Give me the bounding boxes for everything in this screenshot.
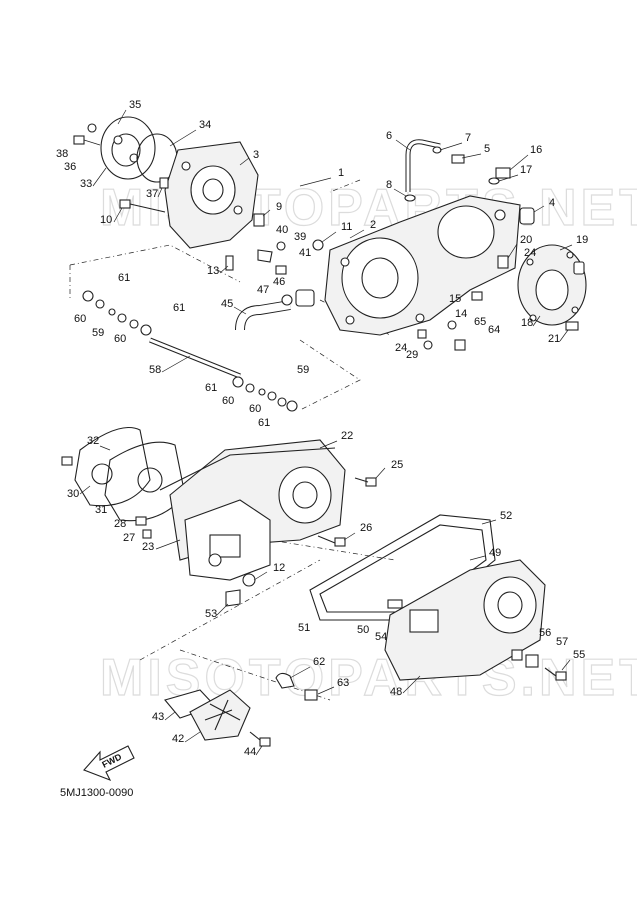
callout-61: 61 xyxy=(173,302,185,314)
callout-7: 7 xyxy=(465,132,471,144)
callout-18: 18 xyxy=(521,317,533,329)
callout-51: 51 xyxy=(298,622,310,634)
callout-5: 5 xyxy=(484,143,490,155)
callout-60: 60 xyxy=(114,333,126,345)
callout-4: 4 xyxy=(549,197,555,209)
callout-46: 46 xyxy=(273,276,285,288)
callout-31: 31 xyxy=(95,504,107,516)
callout-64: 64 xyxy=(488,324,500,336)
callout-43: 43 xyxy=(152,711,164,723)
callout-22: 22 xyxy=(341,430,353,442)
callout-24: 24 xyxy=(395,342,407,354)
callout-27: 27 xyxy=(123,532,135,544)
callout-15: 15 xyxy=(449,293,461,305)
callout-59: 59 xyxy=(92,327,104,339)
callout-11: 11 xyxy=(341,221,352,233)
callout-45: 45 xyxy=(221,298,233,310)
callout-33: 33 xyxy=(80,178,92,190)
callout-42: 42 xyxy=(172,733,184,745)
callout-48: 48 xyxy=(390,686,402,698)
callout-29: 29 xyxy=(406,349,418,361)
fwd-arrow-icon: FWD xyxy=(83,745,135,782)
callout-24: 24 xyxy=(524,247,536,259)
callout-19: 19 xyxy=(576,234,588,246)
callout-34: 34 xyxy=(199,119,211,131)
callout-32: 32 xyxy=(87,435,99,447)
callout-55: 55 xyxy=(573,649,585,661)
callout-53: 53 xyxy=(205,608,217,620)
catalog-code: 5MJ1300-0090 xyxy=(60,787,133,799)
callout-49: 49 xyxy=(489,547,501,559)
callout-60: 60 xyxy=(222,395,234,407)
transmission-cover-group xyxy=(61,426,377,607)
callout-58: 58 xyxy=(149,364,161,376)
callout-60: 60 xyxy=(249,403,261,415)
callout-9: 9 xyxy=(276,201,282,213)
callout-65: 65 xyxy=(474,316,486,328)
callout-28: 28 xyxy=(114,518,126,530)
callout-54: 54 xyxy=(375,631,387,643)
callout-59: 59 xyxy=(297,364,309,376)
callout-63: 63 xyxy=(337,677,349,689)
callout-8: 8 xyxy=(386,179,392,191)
outer-cover-group xyxy=(309,514,567,681)
leader-lines xyxy=(79,109,573,756)
callout-61: 61 xyxy=(118,272,130,284)
callout-3: 3 xyxy=(253,149,259,161)
callout-61: 61 xyxy=(258,417,270,429)
callout-50: 50 xyxy=(357,624,369,636)
callout-30: 30 xyxy=(67,488,79,500)
callout-35: 35 xyxy=(129,99,141,111)
callout-37: 37 xyxy=(146,188,158,200)
callout-36: 36 xyxy=(64,161,76,173)
callout-13: 13 xyxy=(207,265,219,277)
callout-16: 16 xyxy=(530,144,542,156)
callout-23: 23 xyxy=(142,541,154,553)
callout-14: 14 xyxy=(455,308,467,320)
callout-39: 39 xyxy=(294,231,306,243)
callout-20: 20 xyxy=(520,234,532,246)
callout-10: 10 xyxy=(100,214,112,226)
callout-1: 1 xyxy=(338,167,344,179)
callout-26: 26 xyxy=(360,522,372,534)
callout-47: 47 xyxy=(257,284,269,296)
callout-56: 56 xyxy=(539,627,551,639)
callout-60: 60 xyxy=(74,313,86,325)
callout-41: 41 xyxy=(299,247,311,259)
callout-12: 12 xyxy=(273,562,285,574)
callout-17: 17 xyxy=(520,164,532,176)
bracket-group xyxy=(164,672,318,747)
callout-6: 6 xyxy=(386,130,392,142)
crankcase-cover-right xyxy=(497,244,587,331)
callout-2: 2 xyxy=(370,219,376,231)
callout-38: 38 xyxy=(56,148,68,160)
crankcase-right-group xyxy=(235,139,535,351)
axle-group xyxy=(82,290,298,412)
callout-62: 62 xyxy=(313,656,325,668)
callout-25: 25 xyxy=(391,459,403,471)
callout-52: 52 xyxy=(500,510,512,522)
callout-40: 40 xyxy=(276,224,288,236)
oil-pump-cover-group xyxy=(73,116,265,271)
callout-44: 44 xyxy=(244,746,256,758)
callout-57: 57 xyxy=(556,636,568,648)
callout-61: 61 xyxy=(205,382,217,394)
callout-21: 21 xyxy=(548,333,560,345)
